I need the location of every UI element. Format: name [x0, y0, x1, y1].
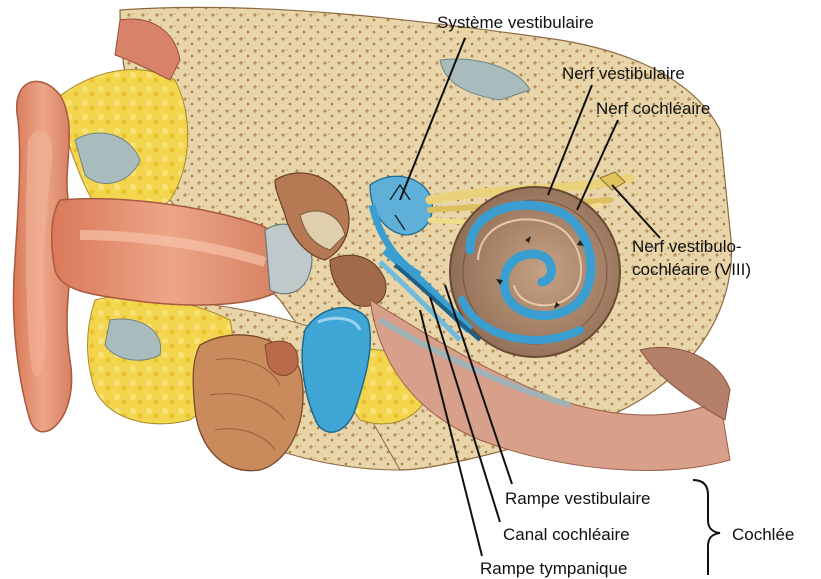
label-systeme-vestibulaire: Système vestibulaire: [437, 13, 594, 33]
label-rampe-vestibulaire: Rampe vestibulaire: [505, 489, 651, 509]
parotid-gland: [193, 335, 303, 471]
label-cochlee: Cochlée: [732, 525, 794, 545]
label-canal-cochleaire: Canal cochléaire: [503, 525, 630, 545]
cochlee-bracket: [693, 480, 720, 575]
label-rampe-tympanique: Rampe tympanique: [480, 559, 627, 579]
label-nerf-cochleaire: Nerf cochléaire: [596, 99, 710, 119]
label-nerf-vestibulo-cochleaire-line1: Nerf vestibulo-: [632, 237, 742, 257]
label-nerf-vestibulaire: Nerf vestibulaire: [562, 64, 685, 84]
cochlea: [450, 187, 620, 357]
label-nerf-vestibulo-cochleaire-line2: cochléaire (VIII): [632, 260, 751, 280]
